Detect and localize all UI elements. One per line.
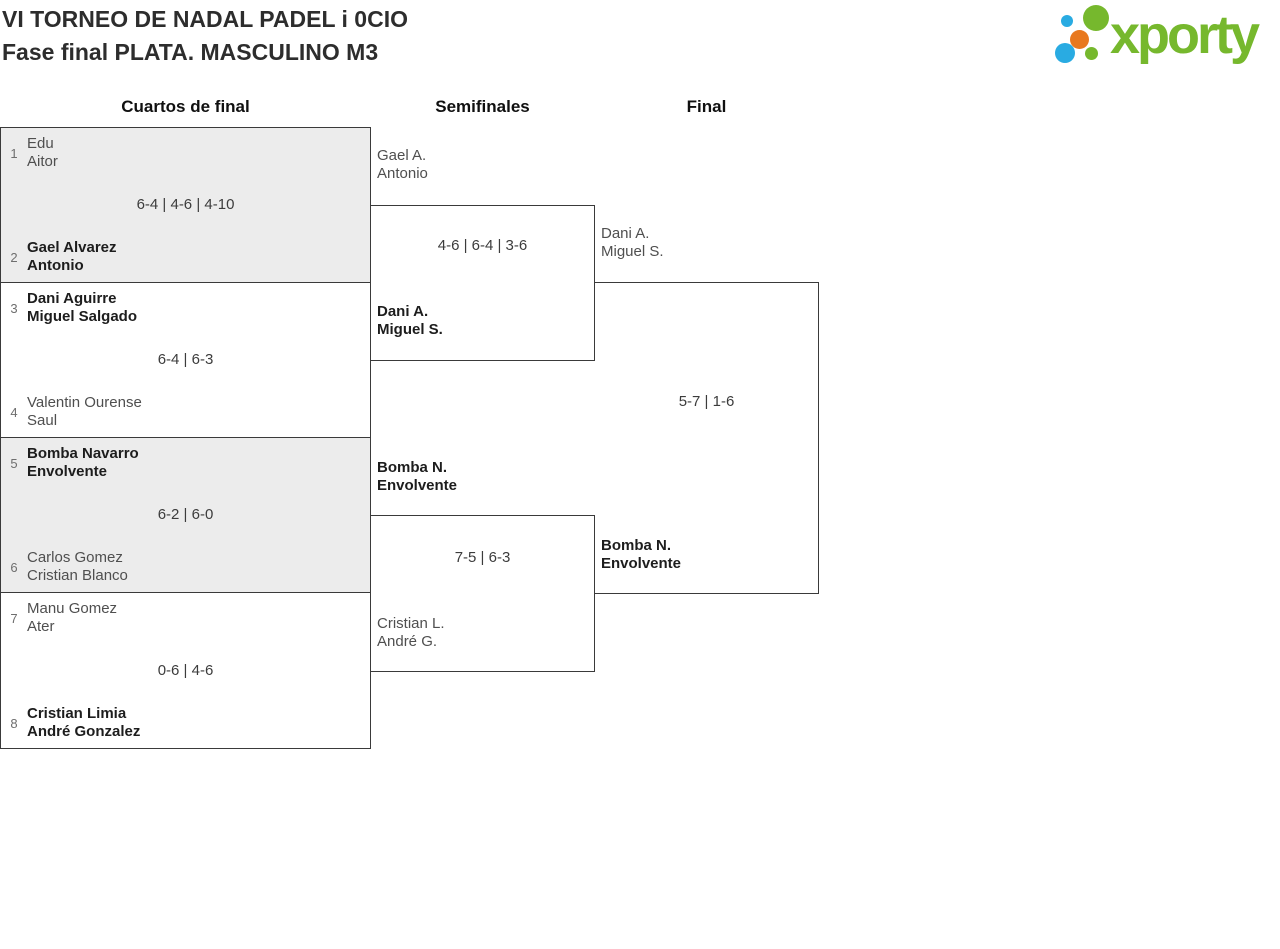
team-name: Edu Aitor <box>27 135 58 171</box>
player-name: Cristian Blanco <box>27 567 128 584</box>
seed-number: 3 <box>10 300 18 316</box>
round-header-quarterfinals: Cuartos de final <box>121 97 250 116</box>
semifinal-1-team-top: Gael A. Antonio <box>377 147 428 183</box>
match-score: 6-4 | 6-3 <box>157 351 214 368</box>
team-slot: 4 Valentin Ourense Saul <box>5 394 142 430</box>
player-name: Antonio <box>27 257 84 274</box>
team-slot: 8 Cristian Limia André Gonzalez <box>5 705 140 741</box>
logo-dot-orange-icon <box>1070 30 1089 49</box>
match-box-semifinal-1 <box>370 205 595 361</box>
player-name: Manu Gomez <box>27 600 118 617</box>
team-slot: 5 Bomba Navarro Envolvente <box>5 445 139 481</box>
player-name: Gael Alvarez <box>27 239 117 256</box>
team-slot: 2 Gael Alvarez Antonio <box>5 239 117 275</box>
player-name: Dani Aguirre <box>27 290 117 307</box>
player-name: Miguel S. <box>601 243 664 260</box>
player-name: Cristian Limia <box>27 705 127 722</box>
xporty-logo: xporty <box>1050 0 1280 76</box>
seed-number: 7 <box>10 610 18 626</box>
player-name: Edu <box>27 135 54 152</box>
title-line-1: VI TORNEO DE NADAL PADEL i 0CIO <box>2 6 408 32</box>
player-name: Valentin Ourense <box>27 394 142 411</box>
player-name: Bomba Navarro <box>27 445 139 462</box>
seed-number: 1 <box>10 145 18 161</box>
logo-dot-blue-small-icon <box>1061 15 1073 27</box>
semifinal-2-score: 7-5 | 6-3 <box>454 549 511 566</box>
match-box-quarterfinal-3: 5 Bomba Navarro Envolvente 6-2 | 6-0 6 C… <box>0 437 371 593</box>
final-team-bottom-winner: Bomba N. Envolvente <box>601 537 681 573</box>
player-name: Antonio <box>377 165 428 182</box>
seed-number: 6 <box>10 559 18 575</box>
round-header-semifinals: Semifinales <box>435 97 530 116</box>
page-title: VI TORNEO DE NADAL PADEL i 0CIO Fase fin… <box>2 3 408 69</box>
player-name: Dani A. <box>601 225 650 242</box>
final-score: 5-7 | 1-6 <box>678 393 735 410</box>
match-box-final <box>594 282 819 594</box>
player-name: André G. <box>377 633 438 650</box>
team-slot: 6 Carlos Gomez Cristian Blanco <box>5 549 128 585</box>
match-box-quarterfinal-4: 7 Manu Gomez Ater 0-6 | 4-6 8 Cristian L… <box>0 592 371 749</box>
player-name: Dani A. <box>377 303 429 320</box>
round-header-final: Final <box>686 97 727 116</box>
player-name: Gael A. <box>377 147 427 164</box>
logo-dot-green-large-icon <box>1083 5 1109 31</box>
seed-number: 2 <box>10 249 18 265</box>
team-name: Carlos Gomez Cristian Blanco <box>27 549 128 585</box>
match-box-quarterfinal-2: 3 Dani Aguirre Miguel Salgado 6-4 | 6-3 … <box>0 282 371 438</box>
player-name: Aitor <box>27 153 58 170</box>
title-line-2: Fase final PLATA. MASCULINO M3 <box>2 39 379 65</box>
semifinal-2-team-top-winner: Bomba N. Envolvente <box>377 459 457 495</box>
team-slot: 7 Manu Gomez Ater <box>5 600 117 636</box>
semifinal-1-team-bottom-winner: Dani A. Miguel S. <box>377 303 443 339</box>
player-name: Bomba N. <box>377 459 448 476</box>
semifinal-1-score: 4-6 | 6-4 | 3-6 <box>437 237 528 254</box>
seed-number: 4 <box>10 404 18 420</box>
player-name: Envolvente <box>377 477 458 494</box>
team-slot: 3 Dani Aguirre Miguel Salgado <box>5 290 137 326</box>
final-team-top: Dani A. Miguel S. <box>601 225 664 261</box>
player-name: Cristian L. <box>377 615 445 632</box>
match-score: 6-4 | 4-6 | 4-10 <box>136 196 235 213</box>
match-score: 0-6 | 4-6 <box>157 661 214 679</box>
logo-wordmark: xporty <box>1110 5 1260 65</box>
team-name-winner: Bomba Navarro Envolvente <box>27 445 139 481</box>
player-name: Envolvente <box>27 463 108 480</box>
team-name-winner: Gael Alvarez Antonio <box>27 239 117 275</box>
logo-dot-green-small-icon <box>1085 47 1098 60</box>
player-name: Carlos Gomez <box>27 549 123 566</box>
team-name-winner: Dani Aguirre Miguel Salgado <box>27 290 137 326</box>
player-name: Bomba N. <box>601 537 672 554</box>
match-box-quarterfinal-1: 1 Edu Aitor 6-4 | 4-6 | 4-10 2 Gael Alva… <box>0 127 371 283</box>
seed-number: 8 <box>10 715 18 731</box>
player-name: Miguel Salgado <box>27 308 138 325</box>
player-name: André Gonzalez <box>27 723 141 740</box>
player-name: Saul <box>27 412 58 429</box>
team-slot: 1 Edu Aitor <box>5 135 58 171</box>
semifinal-2-team-bottom: Cristian L. André G. <box>377 615 445 651</box>
team-name: Manu Gomez Ater <box>27 600 117 636</box>
team-name-winner: Cristian Limia André Gonzalez <box>27 705 140 741</box>
logo-dot-blue-large-icon <box>1055 43 1075 63</box>
team-name: Valentin Ourense Saul <box>27 394 142 430</box>
match-score: 6-2 | 6-0 <box>157 506 214 523</box>
player-name: Miguel S. <box>377 321 443 338</box>
seed-number: 5 <box>10 455 18 471</box>
player-name: Envolvente <box>601 555 682 572</box>
player-name: Ater <box>27 618 55 635</box>
